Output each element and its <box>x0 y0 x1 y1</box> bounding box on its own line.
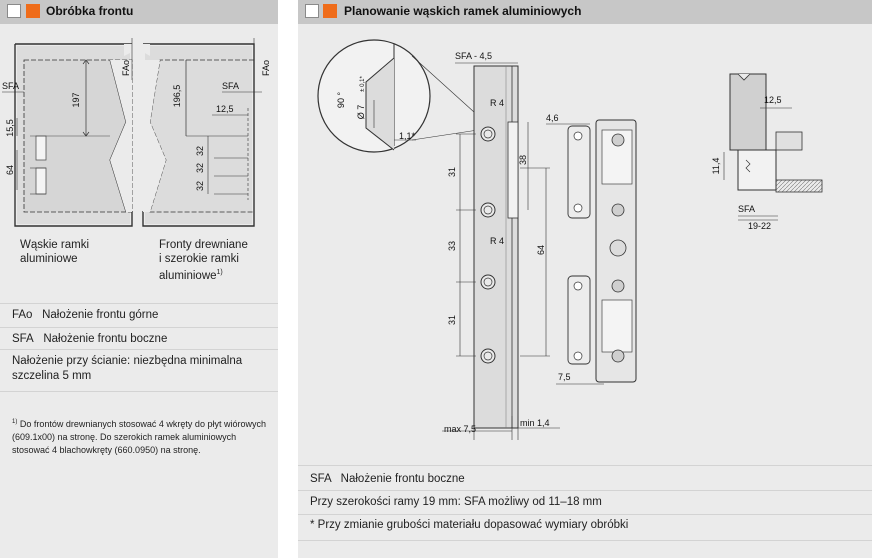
dim-196-5: 196,5 <box>172 85 182 108</box>
front-machining-drawing: 197 SFA 15,5 64 FAo FAo 196,5 SFA 12,5 <box>2 38 271 227</box>
caption-wooden-sup: 1) <box>216 269 223 276</box>
wall-note: Nałożenie przy ścianie: niezbędna minima… <box>12 355 243 382</box>
dim-31-b: 31 <box>447 315 457 325</box>
caption-wooden-text: Fronty drewniane i szerokie ramki alumin… <box>159 239 248 282</box>
right-checkbox[interactable] <box>305 4 319 18</box>
orange-swatch-icon <box>323 4 337 18</box>
dim-12-5-left: 12,5 <box>216 104 234 114</box>
footnote: 1) Do frontów drewnianych stosować 4 wkr… <box>12 416 270 457</box>
dim-38: 38 <box>518 155 528 165</box>
dim-sfa-section: SFA <box>738 204 755 214</box>
footnote-text: Do frontów drewnianych stosować 4 wkręty… <box>12 419 266 455</box>
dim-32-c: 32 <box>195 181 205 191</box>
dim-min-1-4: min 1,4 <box>520 418 550 428</box>
legend-sfa-abbr: SFA <box>12 333 34 345</box>
legend-fao-text: Nałożenie frontu górne <box>42 309 159 321</box>
dim-fao-left: FAo <box>121 60 131 76</box>
dim-diameter-7: Ø 7 <box>356 105 366 120</box>
right-line-frame-width: Przy szerokości ramy 19 mm: SFA możliwy … <box>310 496 602 508</box>
dim-31-a: 31 <box>447 167 457 177</box>
dim-r4-bottom: R 4 <box>490 236 504 246</box>
dim-tolerance: ± 0,1* <box>360 76 366 92</box>
legend-fao: FAo Nałożenie frontu górne <box>12 308 158 323</box>
left-panel: Obróbka frontu 197 SFA 15,5 64 <box>0 0 278 558</box>
footnote-mark: 1) <box>12 419 18 425</box>
dim-11-4: 11,4 <box>711 158 721 175</box>
right-line-material: * Przy zmianie grubości materiału dopaso… <box>310 519 629 531</box>
dim-64-right: 64 <box>536 245 546 255</box>
left-header: Obróbka frontu <box>0 0 278 24</box>
dim-19-22: 19-22 <box>748 221 771 231</box>
legend-sfa: SFA Nałożenie frontu boczne <box>12 332 167 347</box>
orange-swatch-icon <box>26 4 40 18</box>
dim-90-deg: 90 ° <box>336 92 346 109</box>
dim-64-left: 64 <box>5 165 15 175</box>
legend-fao-abbr: FAo <box>12 309 33 321</box>
dim-sfa-minus-4-5: SFA - 4,5 <box>455 51 492 61</box>
dim-sfa-left: SFA <box>2 81 19 91</box>
caption-wooden: Fronty drewniane i szerokie ramki alumin… <box>159 238 248 283</box>
right-panel: Planowanie wąskich ramek aluminiowych 90… <box>298 0 872 558</box>
dim-max-7-5: max 7,5 <box>444 424 476 434</box>
dim-197: 197 <box>71 92 81 107</box>
dim-15-5: 15,5 <box>5 119 15 137</box>
dim-1-1: 1,1* <box>399 131 416 141</box>
dim-32-b: 32 <box>195 163 205 173</box>
dim-7-5: 7,5 <box>558 372 571 382</box>
right-title: Planowanie wąskich ramek aluminiowych <box>344 4 582 18</box>
left-checkbox[interactable] <box>7 4 21 18</box>
dim-r4-top: R 4 <box>490 98 504 108</box>
dim-sfa-right: SFA <box>222 81 239 91</box>
dim-33: 33 <box>447 241 457 251</box>
right-line-sfa: SFA Nałożenie frontu boczne <box>310 473 465 485</box>
dim-fao-right: FAo <box>261 60 271 76</box>
frame-planning-drawing: 90 ° Ø 7 ± 0,1* 1,1* SFA - 4,5 R 4 R 4 3… <box>317 39 823 440</box>
left-title: Obróbka frontu <box>46 4 134 18</box>
dim-32-a: 32 <box>195 146 205 156</box>
dim-4-6: 4,6 <box>546 113 559 123</box>
caption-aluminium: Wąskie ramki aluminiowe <box>20 239 90 265</box>
legend-sfa-text: Nałożenie frontu boczne <box>43 333 168 345</box>
right-header: Planowanie wąskich ramek aluminiowych <box>298 0 872 24</box>
dim-12-5-right: 12,5 <box>764 95 782 105</box>
